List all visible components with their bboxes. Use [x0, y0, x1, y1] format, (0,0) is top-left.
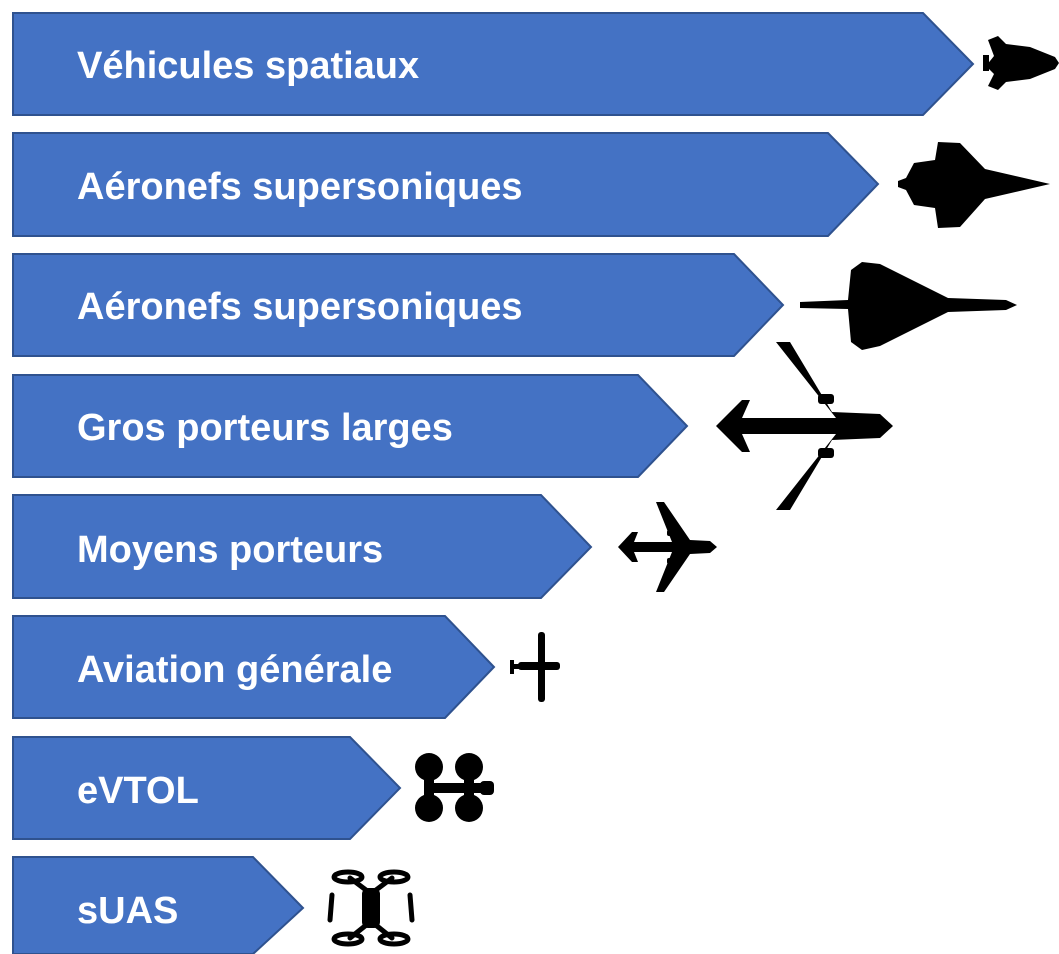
category-arrow-5	[12, 494, 593, 599]
category-arrow-2	[12, 132, 880, 237]
fighter-jet-icon	[898, 142, 1050, 228]
category-row-space-vehicles: Véhicules spatiaux	[12, 12, 975, 116]
category-label-6: Aviation générale	[77, 649, 392, 691]
category-label-3: Aéronefs supersoniques	[77, 286, 523, 328]
category-row-narrow-body: Moyens porteurs	[12, 494, 593, 599]
category-row-general-aviation: Aviation générale	[12, 615, 496, 719]
category-label-5: Moyens porteurs	[77, 529, 383, 571]
category-label-7: eVTOL	[77, 770, 199, 812]
category-row-evtol: eVTOL	[12, 736, 402, 840]
category-arrow-7	[12, 736, 402, 840]
category-row-suas: sUAS	[12, 856, 305, 954]
category-arrow-4	[12, 374, 689, 478]
quadcopter-drone-icon	[327, 869, 415, 947]
wide-body-airliner-icon	[716, 342, 893, 510]
category-label-1: Véhicules spatiaux	[77, 45, 419, 87]
category-row-supersonic-2: Aéronefs supersoniques	[12, 253, 785, 357]
category-arrow-8	[12, 856, 305, 954]
category-label-8: sUAS	[77, 890, 178, 932]
category-row-wide-body: Gros porteurs larges	[12, 374, 689, 478]
category-label-4: Gros porteurs larges	[77, 407, 453, 449]
space-shuttle-icon	[983, 36, 1059, 90]
category-row-supersonic-1: Aéronefs supersoniques	[12, 132, 880, 237]
light-aircraft-icon	[510, 632, 560, 702]
category-arrow-3	[12, 253, 785, 357]
category-arrow-6	[12, 615, 496, 719]
evtol-icon	[415, 753, 494, 822]
category-label-2: Aéronefs supersoniques	[77, 166, 523, 208]
concorde-icon	[800, 262, 1017, 350]
category-arrow-1	[12, 12, 975, 116]
narrow-body-airliner-icon	[618, 502, 717, 592]
